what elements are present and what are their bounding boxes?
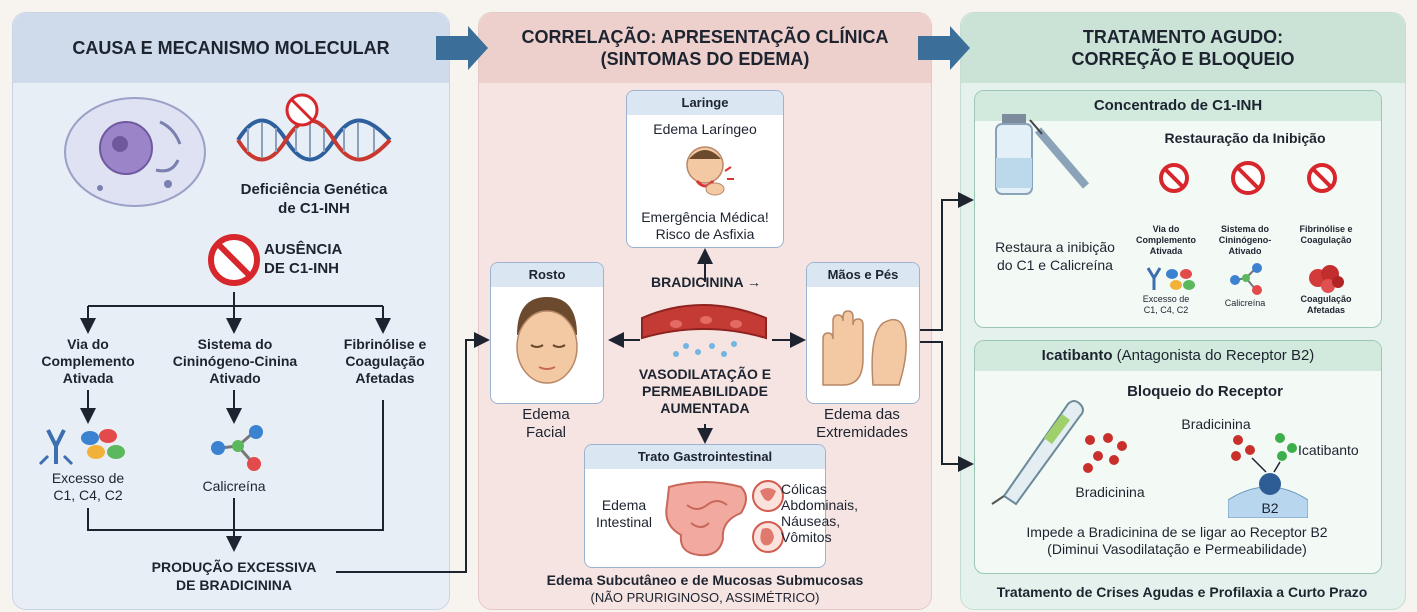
larynx-subtitle: Edema Laríngeo — [653, 121, 757, 137]
cramp-nausea-icons — [752, 480, 784, 553]
face-title: Rosto — [491, 263, 603, 287]
clinical-panel-title: CORRELAÇÃO: APRESENTAÇÃO CLÍNICA(SINTOMA… — [479, 13, 931, 83]
treatment-footer: Tratamento de Crises Agudas e Profilaxia… — [996, 584, 1368, 600]
receptor-block-illustration — [1228, 433, 1308, 518]
c1inh-col2-result: Calicreína — [1224, 298, 1266, 308]
choking-person-icon — [686, 146, 734, 196]
injector-pen-icon — [991, 400, 1084, 506]
c1inh-kallikrein-icon — [1230, 263, 1262, 295]
kallikrein-molecule-icon — [211, 425, 263, 471]
c1inh-title: Concentrado de C1-INH — [975, 91, 1381, 121]
swollen-hands-feet-icon — [822, 310, 907, 386]
clinical-footer: Edema Subcutâneo e de Mucosas Submucosas — [546, 572, 864, 588]
bradykinin-molecules-left — [1083, 433, 1127, 473]
treatment-panel-title: TRATAMENTO AGUDO:CORREÇÃO E BLOQUEIO — [961, 13, 1405, 83]
icatibant-description: Impede a Bradicinina de se ligar ao Rece… — [1026, 524, 1328, 557]
swollen-face-icon — [516, 297, 578, 384]
face-card: Rosto — [490, 262, 604, 404]
blood-vessel-icon — [641, 304, 767, 357]
c1inh-complement-icon — [1146, 267, 1195, 290]
bradykinin-top-label: Bradicinina — [1181, 416, 1251, 432]
complement-proteins-icon — [38, 429, 125, 466]
cell-illustration — [64, 97, 206, 207]
icatibant-molecule-label: Icatibanto — [1298, 442, 1359, 458]
hands-feet-card: Mãos e Pés — [806, 262, 920, 404]
restore-prohibit-icons — [1159, 161, 1337, 195]
cause-panel-title: CAUSA E MECANISMO MOLECULAR — [13, 13, 449, 83]
kallikrein-result: Calicreína — [202, 478, 266, 494]
cause-panel: CAUSA E MECANISMO MOLECULAR — [12, 12, 450, 610]
c1inh-clot-icon — [1309, 265, 1344, 293]
receptor-label: B2 — [1261, 500, 1279, 516]
prohibited-gene-icon — [285, 93, 319, 127]
bradykinin-left-label: Bradicinina — [1075, 484, 1145, 500]
header-arrow-1 — [436, 26, 488, 70]
intestine-icon — [665, 481, 747, 557]
bradykinin-center-label: BRADICININA → — [651, 274, 761, 290]
clinical-footer-note: (NÃO PRURIGINOSO, ASSIMÉTRICO) — [590, 590, 820, 605]
icatibant-subtitle: Bloqueio do Receptor — [1127, 383, 1283, 400]
larynx-title: Laringe — [627, 91, 783, 115]
hands-feet-title: Mãos e Pés — [807, 263, 919, 287]
larynx-card: Laringe Edema Laríngeo Emergência Médica… — [626, 90, 784, 248]
absence-prohibit-icon — [208, 234, 260, 286]
gi-title: Trato Gastrointestinal — [585, 445, 825, 469]
larynx-alert: Emergência Médica!Risco de Asfixia — [641, 209, 769, 242]
vial-syringe-icon — [995, 114, 1090, 195]
c1inh-subtitle: Restauração da Inibição — [1164, 130, 1326, 146]
header-arrow-2 — [918, 26, 970, 70]
icatibant-title: Icatibanto (Antagonista do Receptor B2) — [975, 341, 1381, 371]
